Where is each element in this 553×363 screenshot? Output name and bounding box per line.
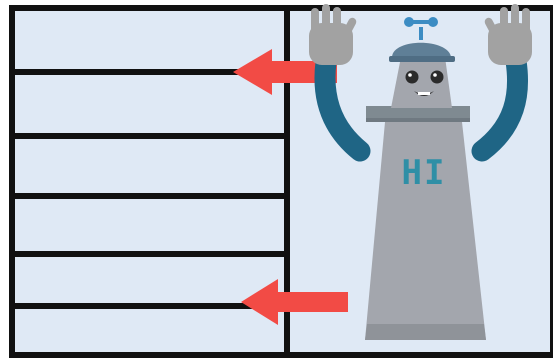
robot-right-eye [431,71,444,84]
robot-teeth [418,92,430,95]
robot-chest-ledge-shadow [366,118,470,122]
robot-right-eye-highlight [433,73,437,77]
robot-left-eye [406,71,419,84]
robot-left-eye-highlight [408,73,412,77]
robot-body-shadow [365,324,486,340]
robot-head [391,57,452,108]
robot-antenna-stem [419,27,423,40]
robot-chest-text: HI [402,153,447,193]
arrow-bottom-shaft [270,292,348,312]
robot-antenna-crossbar [405,20,437,24]
robot-head-brim [389,56,455,62]
